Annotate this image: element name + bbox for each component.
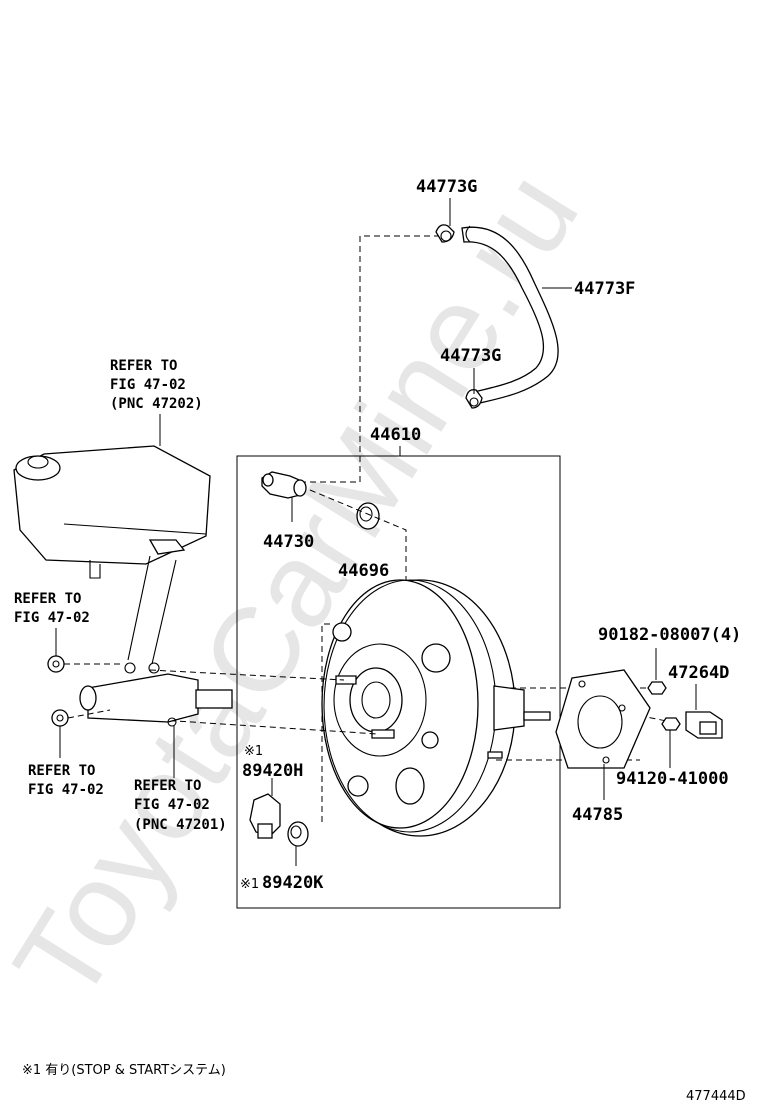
ref-left-top-line1: REFER TO xyxy=(14,591,81,607)
footnote: ※1 有り(STOP & STARTシステム) xyxy=(22,1063,226,1078)
label-44773g-mid: 44773G xyxy=(440,346,501,366)
label-94120-41000: 94120-41000 xyxy=(616,769,729,789)
cylinder-grommet-top[interactable] xyxy=(47,655,65,673)
booster-assembly-frame xyxy=(236,455,561,909)
cyl-stud-line-bottom xyxy=(159,719,379,735)
ref-left-top-line2: FIG 47-02 xyxy=(14,610,90,626)
label-44773f: 44773F xyxy=(574,279,635,299)
hose-routing-line xyxy=(300,235,440,483)
mounting-nut[interactable] xyxy=(647,681,667,695)
figure-code: 477444D xyxy=(686,1089,746,1104)
ref-master-cyl-line1: REFER TO xyxy=(134,778,201,794)
hose-clip-top[interactable] xyxy=(435,224,455,243)
ref-reservoir-line1: REFER TO xyxy=(110,358,177,374)
brake-booster[interactable] xyxy=(321,579,551,837)
ref-left-bottom-line2: FIG 47-02 xyxy=(28,782,104,798)
cyl-stud-line-top xyxy=(149,669,345,681)
label-44730: 44730 xyxy=(263,532,314,552)
label-44785: 44785 xyxy=(572,805,623,825)
push-rod-clevis[interactable] xyxy=(685,711,723,739)
vacuum-sensor[interactable] xyxy=(249,793,281,839)
hose-clip-mid[interactable] xyxy=(465,389,483,409)
ref-reservoir-line2: FIG 47-02 xyxy=(110,377,186,393)
label-44696: 44696 xyxy=(338,561,389,581)
reservoir-feed-lines xyxy=(127,555,177,665)
label-47264d: 47264D xyxy=(668,663,729,683)
cylinder-grommet-bottom[interactable] xyxy=(51,709,69,727)
grommet-bottom-line xyxy=(67,709,111,719)
label-44773g-top: 44773G xyxy=(416,177,477,197)
ref-master-cyl-line3: (PNC 47201) xyxy=(134,817,227,833)
check-valve[interactable] xyxy=(261,471,307,499)
mark-89420k: ※1 xyxy=(240,877,259,892)
ref-left-bottom-line1: REFER TO xyxy=(28,763,95,779)
label-89420h: 89420H xyxy=(242,761,303,781)
brake-master-cylinder[interactable] xyxy=(79,662,233,727)
ref-master-cyl-line2: FIG 47-02 xyxy=(134,797,210,813)
ref-reservoir-line3: (PNC 47202) xyxy=(110,396,203,412)
label-90182-08007: 90182-08007(4) xyxy=(598,625,741,645)
brake-fluid-reservoir[interactable] xyxy=(13,445,211,579)
mark-89420h: ※1 xyxy=(244,744,263,759)
label-89420k: 89420K xyxy=(262,873,324,893)
sensor-grommet[interactable] xyxy=(287,821,309,847)
booster-gasket[interactable] xyxy=(555,669,651,769)
label-44610: 44610 xyxy=(370,425,421,445)
clevis-line xyxy=(619,711,673,723)
grommet[interactable] xyxy=(356,502,380,530)
stud-guide-line xyxy=(321,623,330,826)
clevis-pin[interactable] xyxy=(661,717,681,731)
